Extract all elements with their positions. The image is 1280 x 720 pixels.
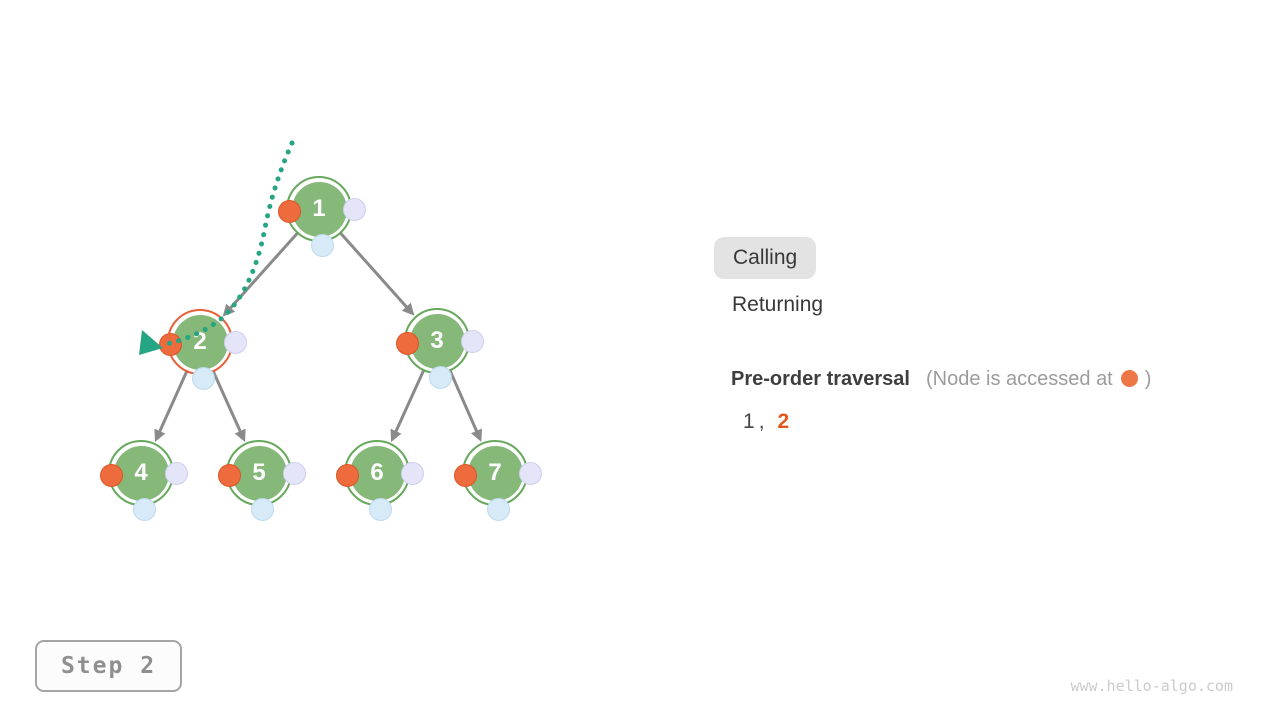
traversal-note-prefix: (Node is accessed at xyxy=(925,368,1113,390)
traversal-note-suffix: ) xyxy=(1144,368,1152,390)
node-value: 7 xyxy=(488,459,502,486)
node-value: 4 xyxy=(134,459,148,486)
return-dot-icon xyxy=(518,461,542,485)
return-dot-icon xyxy=(282,461,306,485)
traversal-title: Pre-order traversal xyxy=(731,368,910,390)
call-dot-icon xyxy=(336,463,359,487)
call-dot-icon xyxy=(100,463,123,487)
traversal-pointer xyxy=(139,140,295,355)
node-value: 6 xyxy=(370,459,384,486)
return-dot-icon xyxy=(342,197,366,221)
bottom-dot-icon xyxy=(310,233,334,257)
tree-node-6: 6 xyxy=(336,440,424,521)
bottom-dot-icon xyxy=(428,365,452,389)
tree-edge-1-3 xyxy=(338,231,415,316)
tree-node-7: 7 xyxy=(454,440,542,521)
tree-edge-3-6 xyxy=(390,368,426,443)
call-dot-icon xyxy=(218,463,241,487)
traversal-caption: Pre-order traversal (Node is accessed at) xyxy=(731,367,1151,391)
legend-calling-badge[interactable]: Calling xyxy=(714,237,817,279)
call-dot-icon xyxy=(396,331,419,355)
tree-node-4: 4 xyxy=(100,440,188,521)
binary-tree-diagram: 1 2 3 4 5 6 7 xyxy=(0,0,660,620)
return-dot-icon xyxy=(223,330,247,354)
node-value: 2 xyxy=(193,328,207,355)
return-dot-icon xyxy=(400,461,424,485)
tree-node-3: 3 xyxy=(396,308,484,389)
return-dot-icon xyxy=(164,461,188,485)
node-value: 3 xyxy=(430,327,444,354)
return-dot-icon xyxy=(460,329,484,353)
step-indicator: Step 2 xyxy=(35,640,182,692)
sequence-value-2: 2 xyxy=(777,410,790,433)
legend-returning[interactable]: Returning xyxy=(732,293,824,316)
bottom-dot-icon xyxy=(486,497,510,521)
bottom-dot-icon xyxy=(368,497,392,521)
traversal-sequence: 1,2 xyxy=(743,411,789,432)
sequence-value-1: 1 xyxy=(743,410,755,433)
tree-edge-2-5 xyxy=(211,369,246,442)
call-dot-icon xyxy=(278,199,301,223)
tree-edge-3-7 xyxy=(448,368,482,442)
bottom-dot-icon xyxy=(191,366,215,390)
tree-edge-1-2 xyxy=(222,231,300,317)
sequence-separator: , xyxy=(758,410,765,433)
step-indicator-label: Step 2 xyxy=(60,653,157,679)
accessed-dot-icon xyxy=(1120,370,1138,387)
node-value: 1 xyxy=(312,195,326,222)
call-dot-icon xyxy=(454,463,477,487)
watermark: www.hello-algo.com xyxy=(1070,677,1233,695)
tree-node-1: 1 xyxy=(278,176,366,257)
bottom-dot-icon xyxy=(250,497,274,521)
tree-edges xyxy=(154,231,482,443)
node-value: 5 xyxy=(252,459,266,486)
bottom-dot-icon xyxy=(132,497,156,521)
tree-node-2-current: 2 xyxy=(159,309,247,390)
tree-node-5: 5 xyxy=(218,440,306,521)
call-dot-icon xyxy=(159,332,182,356)
tree-edge-2-4 xyxy=(154,369,189,442)
